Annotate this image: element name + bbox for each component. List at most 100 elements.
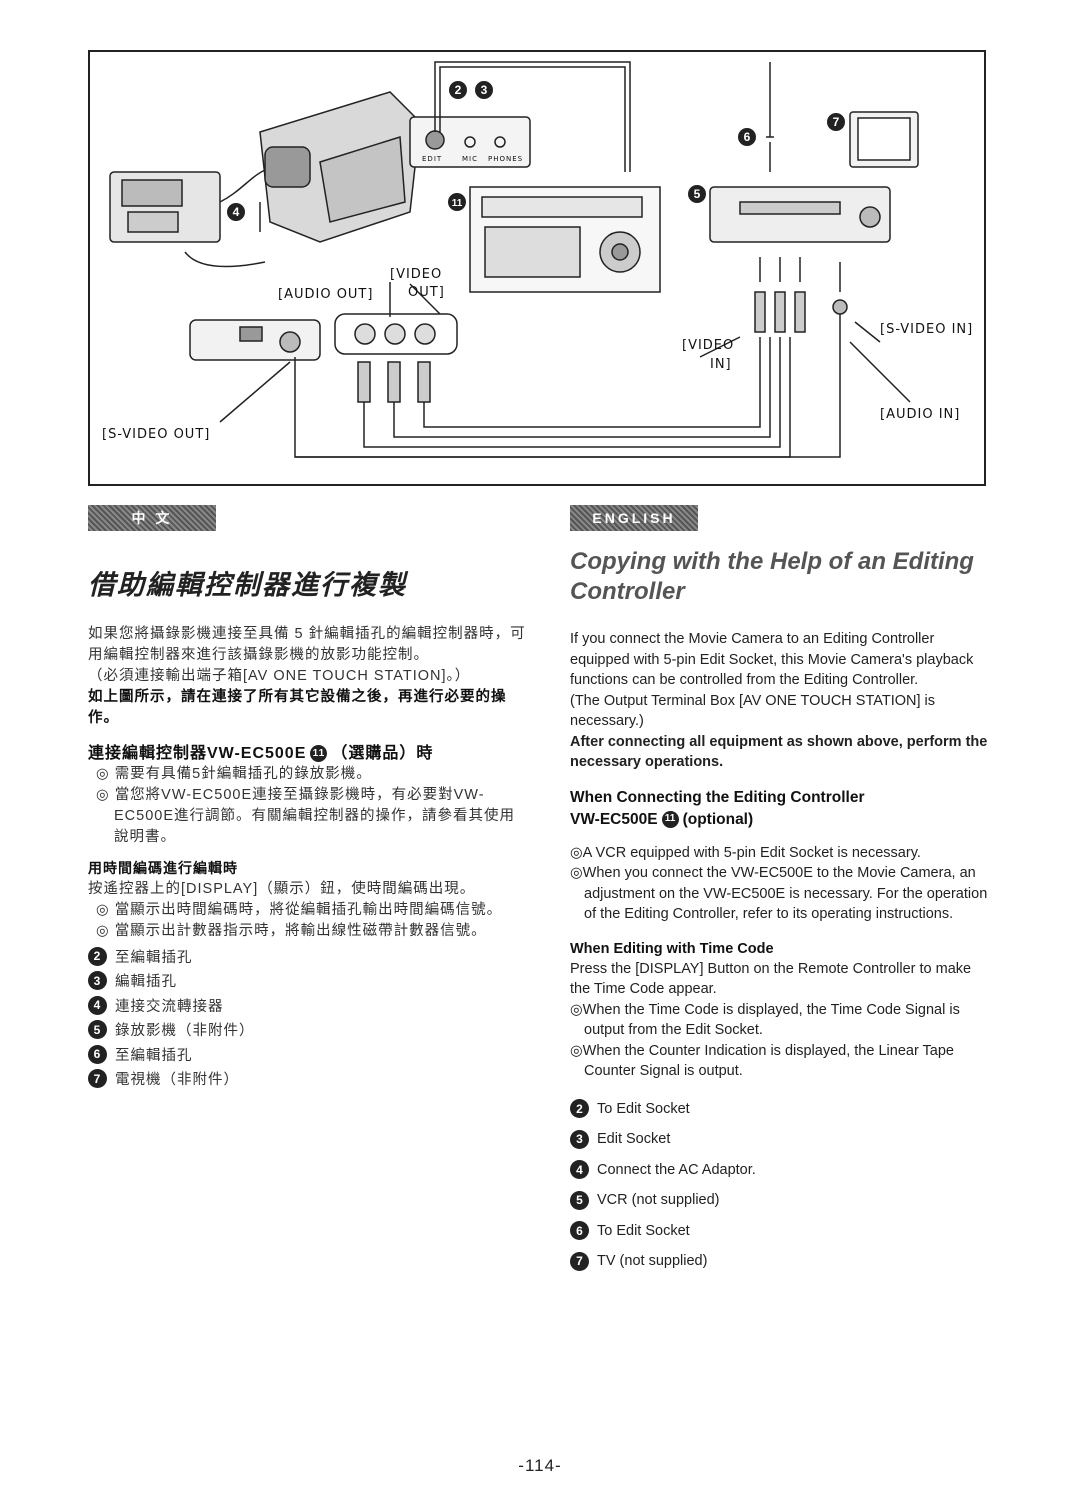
english-section-heading-optional: (optional) bbox=[682, 810, 754, 828]
label-jack-mic: MIC bbox=[462, 155, 478, 163]
chinese-timecode-bullet-2-text: 當顯示出計數器指示時，將輸出線性磁帶計數器信號。 bbox=[114, 923, 487, 939]
number-badge-icon: 3 bbox=[88, 971, 107, 991]
svg-text:7: 7 bbox=[833, 115, 840, 129]
english-item-text: Edit Socket bbox=[597, 1131, 671, 1148]
svg-text:11: 11 bbox=[452, 198, 463, 209]
english-bullet-2: ◎When you connect the VW-EC500E to the M… bbox=[570, 865, 988, 922]
svg-text:3: 3 bbox=[481, 83, 488, 97]
chinese-item-text: 至編輯插孔 bbox=[115, 1047, 193, 1064]
english-item-list: 2 To Edit Socket 3 Edit Socket 4 Connect th… bbox=[570, 1094, 990, 1277]
english-bullet-1-text: A VCR equipped with 5-pin Edit Socket is… bbox=[582, 844, 921, 861]
english-title: Copying with the Help of an Editing Cont… bbox=[570, 548, 974, 605]
english-bold-note: After connecting all equipment as shown … bbox=[570, 733, 988, 771]
chinese-tab: 中 文 bbox=[88, 505, 216, 531]
number-badge-icon: 6 bbox=[570, 1221, 589, 1241]
label-jack-phones: PHONES bbox=[488, 155, 524, 163]
english-intro: If you connect the Movie Camera to an Ed… bbox=[570, 631, 974, 688]
svg-text:6: 6 bbox=[744, 130, 751, 144]
english-item-text: To Edit Socket bbox=[597, 1100, 690, 1117]
page-number: -114- bbox=[518, 1456, 562, 1475]
label-audio-out: [AUDIO OUT] bbox=[278, 287, 374, 302]
chinese-item-text: 連接交流轉接器 bbox=[115, 998, 224, 1015]
english-bullet-2-text: When you connect the VW-EC500E to the Mo… bbox=[582, 865, 988, 922]
english-timecode-bullet-1: ◎When the Time Code is displayed, the Ti… bbox=[570, 1001, 960, 1039]
svg-text:4: 4 bbox=[233, 205, 240, 219]
chinese-timecode-bullet-1: ◎ 當顯示出時間編碼時，將從編輯插孔輸出時間編碼信號。 bbox=[96, 902, 503, 918]
chinese-timecode-bullet-1-text: 當顯示出時間編碼時，將從編輯插孔輸出時間編碼信號。 bbox=[114, 902, 503, 918]
english-item: 5 VCR (not supplied) bbox=[570, 1185, 990, 1216]
english-item: 6 To Edit Socket bbox=[570, 1216, 990, 1247]
chinese-section-heading-optional: （選購品）時 bbox=[331, 745, 434, 762]
chinese-item: 5 錄放影機（非附件） bbox=[88, 1018, 528, 1043]
number-badge-icon: 2 bbox=[88, 946, 107, 966]
english-item: 3 Edit Socket bbox=[570, 1124, 990, 1155]
english-timecode-bullet-2-text: When the Counter Indication is displayed… bbox=[582, 1042, 954, 1080]
english-note: (The Output Terminal Box [AV ONE TOUCH S… bbox=[570, 692, 936, 730]
label-jack-edit: EDIT bbox=[422, 155, 443, 163]
chinese-item-text: 至編輯插孔 bbox=[115, 949, 193, 966]
connection-diagram: 2 3 4 5 6 7 11 [VIDEO OUT] [AUDIO OUT] [… bbox=[88, 50, 986, 486]
chinese-item: 3 編輯插孔 bbox=[88, 969, 528, 994]
number-badge-icon: 2 bbox=[570, 1099, 589, 1119]
chinese-section-heading-model: 連接編輯控制器VW-EC500E bbox=[88, 745, 307, 762]
chinese-item: 4 連接交流轉接器 bbox=[88, 993, 528, 1018]
english-section-heading-line1: When Connecting the Editing Controller bbox=[570, 788, 865, 806]
svg-text:5: 5 bbox=[694, 187, 701, 201]
svg-text:2: 2 bbox=[455, 83, 462, 97]
english-item-text: Connect the AC Adaptor. bbox=[597, 1161, 756, 1178]
english-tab: ENGLISH bbox=[570, 505, 698, 531]
optional-badge-icon: 11 bbox=[310, 745, 328, 763]
label-video-out: [VIDEO bbox=[390, 267, 443, 282]
label-in: IN] bbox=[710, 357, 732, 372]
number-badge-icon: 3 bbox=[570, 1129, 589, 1149]
english-timecode-text: Press the [DISPLAY] Button on the Remote… bbox=[570, 960, 972, 998]
english-item-text: To Edit Socket bbox=[597, 1222, 690, 1239]
chinese-item-text: 電視機（非附件） bbox=[115, 1072, 239, 1089]
english-item: 7 TV (not supplied) bbox=[570, 1246, 990, 1277]
number-badge-icon: 5 bbox=[570, 1190, 589, 1210]
english-item-text: TV (not supplied) bbox=[597, 1253, 708, 1270]
chinese-item: 7 電視機（非附件） bbox=[88, 1067, 528, 1092]
optional-badge-icon: 11 bbox=[661, 810, 679, 828]
chinese-timecode-bullet-2: ◎ 當顯示出計數器指示時，將輸出線性磁帶計數器信號。 bbox=[96, 923, 487, 939]
label-audio-in: [AUDIO IN] bbox=[880, 407, 961, 422]
chinese-note: （必須連接輸出端子箱[AV ONE TOUCH STATION]。） bbox=[88, 668, 471, 684]
english-section-heading: When Connecting the Editing Controller V… bbox=[570, 787, 990, 831]
chinese-bullet-1: ◎ 需要有具備5針編輯插孔的錄放影機。 bbox=[96, 766, 372, 782]
english-section-heading-model: VW-EC500E bbox=[570, 810, 658, 828]
chinese-title: 借助編輯控制器進行複製 bbox=[88, 570, 407, 601]
english-column: ENGLISH Copying with the Help of an Edit… bbox=[570, 505, 990, 1277]
label-out: OUT] bbox=[408, 285, 445, 300]
chinese-timecode-heading: 用時間編碼進行編輯時 bbox=[88, 860, 238, 876]
english-bullet-1: ◎A VCR equipped with 5-pin Edit Socket i… bbox=[570, 844, 921, 861]
connection-diagram-drawing: 2 3 4 5 6 7 11 bbox=[109, 61, 919, 458]
chinese-timecode-text: 按遙控器上的[DISPLAY]（顯示）鈕，使時間編碼出現。 bbox=[88, 881, 476, 897]
chinese-bullet-2: ◎ 當您將VW-EC500E連接至攝錄影機時，有必要對VW-EC500E進行調節… bbox=[96, 787, 516, 845]
chinese-item-text: 錄放影機（非附件） bbox=[115, 1023, 255, 1040]
label-video-in: [VIDEO bbox=[682, 338, 735, 353]
chinese-item-text: 編輯插孔 bbox=[115, 974, 177, 991]
number-badge-icon: 4 bbox=[570, 1160, 589, 1180]
chinese-column: 中 文 借助編輯控制器進行複製 如果您將攝錄影機連接至具備 5 針編輯插孔的編輯… bbox=[88, 505, 528, 1091]
chinese-item: 6 至編輯插孔 bbox=[88, 1042, 528, 1067]
english-timecode-heading: When Editing with Time Code bbox=[570, 940, 774, 957]
label-s-video-in: [S-VIDEO IN] bbox=[880, 322, 974, 337]
chinese-intro: 如果您將攝錄影機連接至具備 5 針編輯插孔的編輯控制器時，可用編輯控制器來進行該… bbox=[88, 626, 526, 663]
number-badge-icon: 5 bbox=[88, 1020, 107, 1040]
chinese-bold-note: 如上圖所示，請在連接了所有其它設備之後，再進行必要的操作。 bbox=[88, 689, 507, 726]
english-item: 4 Connect the AC Adaptor. bbox=[570, 1155, 990, 1186]
chinese-bullet-2-text: 當您將VW-EC500E連接至攝錄影機時，有必要對VW-EC500E進行調節。有… bbox=[114, 787, 516, 845]
number-badge-icon: 6 bbox=[88, 1044, 107, 1064]
number-badge-icon: 7 bbox=[570, 1251, 589, 1271]
label-s-video-out: [S-VIDEO OUT] bbox=[102, 427, 211, 442]
chinese-item: 2 至編輯插孔 bbox=[88, 944, 528, 969]
english-timecode-bullet-2: ◎When the Counter Indication is displaye… bbox=[570, 1042, 954, 1080]
number-badge-icon: 4 bbox=[88, 995, 107, 1015]
english-item-text: VCR (not supplied) bbox=[597, 1192, 720, 1209]
chinese-bullet-1-text: 需要有具備5針編輯插孔的錄放影機。 bbox=[114, 766, 372, 782]
english-timecode-bullet-1-text: When the Time Code is displayed, the Tim… bbox=[582, 1001, 960, 1039]
english-item: 2 To Edit Socket bbox=[570, 1094, 990, 1125]
number-badge-icon: 7 bbox=[88, 1069, 107, 1089]
